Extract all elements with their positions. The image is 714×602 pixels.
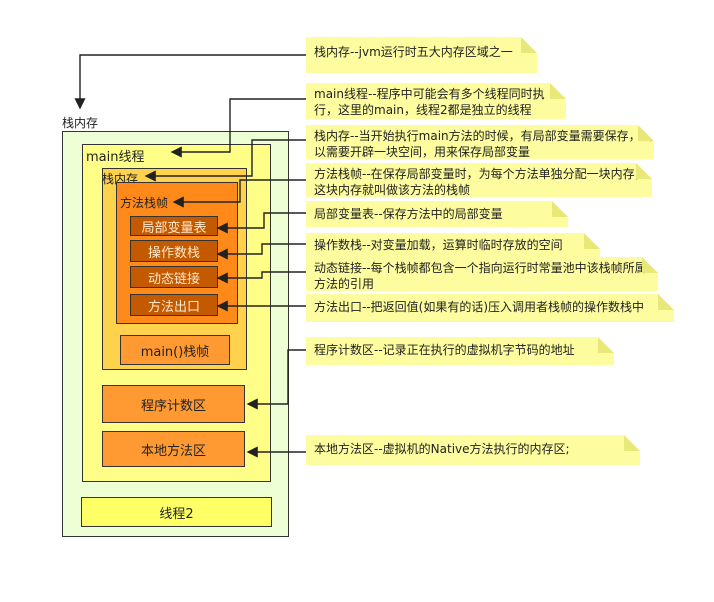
note-method-frame: 方法栈帧--在保存局部变量时，为每个方法单独分配一块内存，这块内存就叫做该方法的… <box>306 163 652 197</box>
note-native-method: 本地方法区--虚拟机的Native方法执行的内存区; <box>306 435 640 465</box>
note-operand-stack: 操作数栈--对变量加载，运算时临时存放的空间 <box>306 233 600 257</box>
arrow-method-frame <box>172 179 306 208</box>
note-method-exit: 方法出口--把返回值(如果有的话)压入调用者栈帧的操作数栈中 <box>306 294 674 322</box>
note-local-variable-table: 局部变量表--保存方法中的局部变量 <box>306 201 568 227</box>
arrow-main-thread <box>170 98 306 158</box>
arrow-local-variable-table <box>216 212 306 234</box>
operand-stack-box: 操作数栈 <box>130 240 218 262</box>
method-exit-box: 方法出口 <box>130 294 218 316</box>
method-frame-label: 方法栈帧 <box>120 196 169 210</box>
arrow-stack-memory <box>74 54 306 110</box>
arrow-program-counter <box>246 349 306 410</box>
note-dynamic-link: 动态链接--每个栈帧都包含一个指向运行时常量池中该栈帧所属方法的引用 <box>306 257 658 291</box>
main-frame-box: main()栈帧 <box>120 335 230 365</box>
note-main-thread: main线程--程序中可能会有多个线程同时执行，这里的main，线程2都是独立的… <box>306 83 566 119</box>
program-counter-box: 程序计数区 <box>102 385 245 423</box>
arrow-stack-memory-inner <box>144 139 306 182</box>
dynamic-link-box: 动态链接 <box>130 266 218 288</box>
arrow-operand-stack <box>216 243 306 260</box>
arrow-dynamic-link <box>216 271 306 284</box>
thread2-box: 线程2 <box>81 497 272 527</box>
stack-memory-outer-label: 栈内存 <box>62 116 99 130</box>
native-method-box: 本地方法区 <box>102 431 245 467</box>
note-program-counter: 程序计数区--记录正在执行的虚拟机字节码的地址 <box>306 337 614 365</box>
local-variable-table-box: 局部变量表 <box>130 216 218 236</box>
note-stack-memory-inner: 栈内存--当开始执行main方法的时候，有局部变量需要保存，所以需要开辟一块空间… <box>306 125 654 159</box>
main-thread-label: main线程 <box>86 150 145 165</box>
note-stack-memory: 栈内存--jvm运行时五大内存区域之一 <box>306 37 537 73</box>
